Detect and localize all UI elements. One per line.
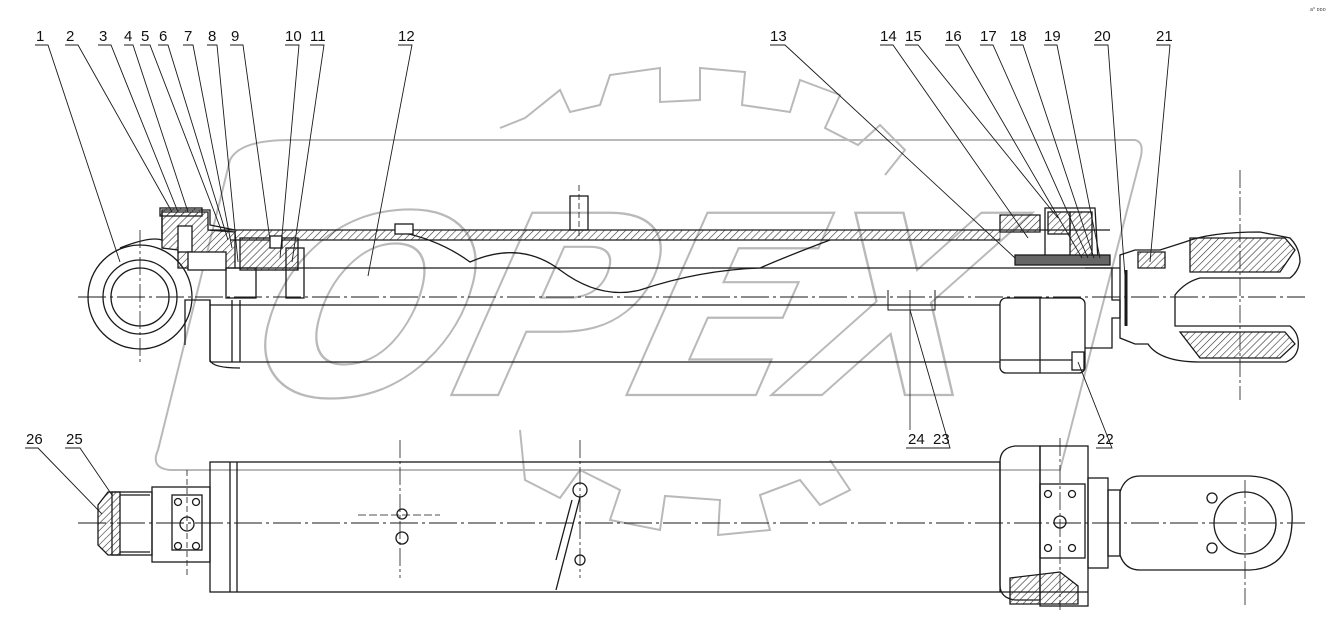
callout-1: 1 xyxy=(36,28,44,45)
callout-16: 16 xyxy=(945,28,962,45)
cylinder-section-view xyxy=(78,170,1305,430)
callout-19: 19 xyxy=(1044,28,1061,45)
callout-18: 18 xyxy=(1010,28,1027,45)
callout-2: 2 xyxy=(66,28,74,45)
callout-4: 4 xyxy=(124,28,132,45)
callout-25: 25 xyxy=(66,431,83,448)
callout-11: 11 xyxy=(310,28,326,45)
callout-3: 3 xyxy=(99,28,107,45)
callout-17: 17 xyxy=(980,28,997,45)
callout-labels: 1 2 3 4 5 6 7 8 9 10 11 12 13 14 15 16 1… xyxy=(26,28,1173,448)
callout-26: 26 xyxy=(26,431,43,448)
callout-21: 21 xyxy=(1156,28,1173,45)
callout-6: 6 xyxy=(159,28,167,45)
callout-15: 15 xyxy=(905,28,922,45)
callout-8: 8 xyxy=(208,28,216,45)
cylinder-exterior-view xyxy=(78,438,1305,610)
leader-lines xyxy=(25,44,1171,515)
corner-mark: a⁰ ᴅᴅᴅ xyxy=(1310,7,1326,13)
callout-13: 13 xyxy=(770,28,787,45)
callout-7: 7 xyxy=(184,28,192,45)
callout-24: 24 xyxy=(908,431,925,448)
callout-10: 10 xyxy=(285,28,302,45)
callout-22: 22 xyxy=(1097,431,1114,448)
callout-9: 9 xyxy=(231,28,239,45)
callout-23: 23 xyxy=(933,431,950,448)
callout-20: 20 xyxy=(1094,28,1111,45)
watermark-text: OPEX xyxy=(227,163,1046,455)
callout-5: 5 xyxy=(141,28,149,45)
callout-12: 12 xyxy=(398,28,415,45)
callout-14: 14 xyxy=(880,28,897,45)
